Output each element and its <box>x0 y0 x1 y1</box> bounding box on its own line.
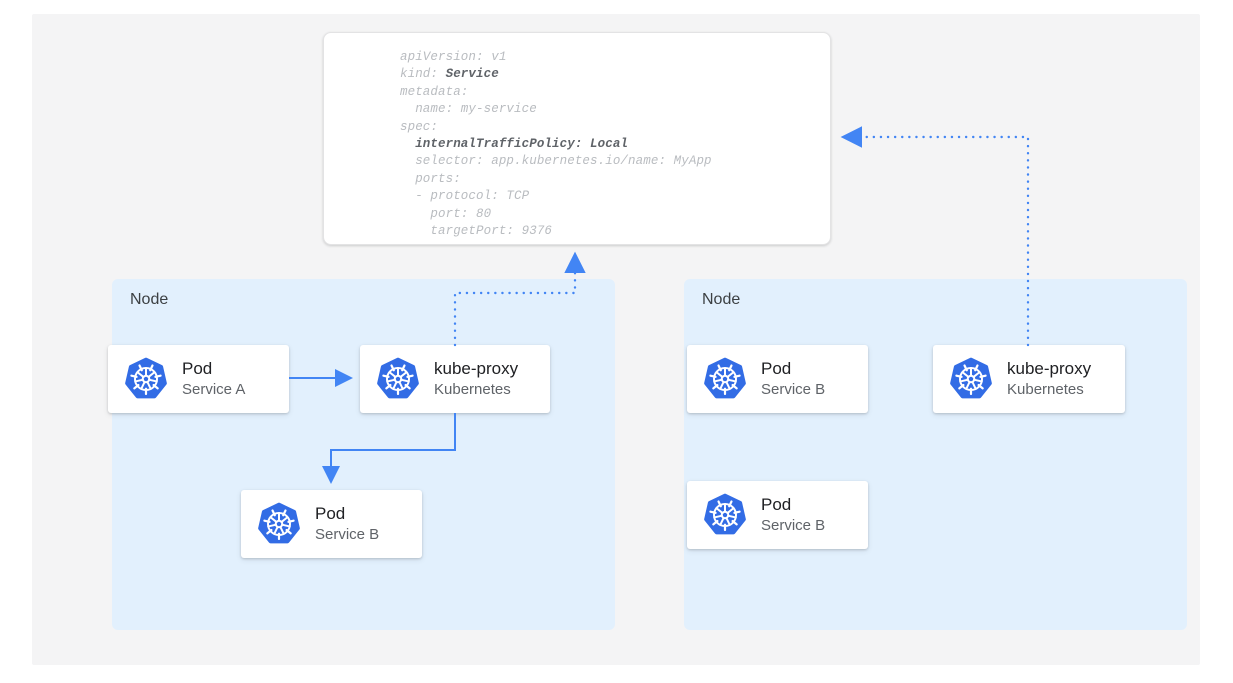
yaml-line: targetPort: 9376 <box>400 224 553 239</box>
card-subtitle: Kubernetes <box>434 381 511 398</box>
kubernetes-icon <box>949 357 993 401</box>
service-yaml-text: apiVersion: v1 kind: Service metadata: nam… <box>400 49 712 240</box>
card-subtitle: Service A <box>182 381 246 398</box>
card-title: kube-proxy <box>1007 359 1092 378</box>
card-kube-proxy-left[interactable]: kube-proxy Kubernetes <box>360 345 550 413</box>
yaml-line: ports: <box>400 171 461 186</box>
card-subtitle: Service B <box>315 526 380 543</box>
card-title: Pod <box>761 495 792 514</box>
kubernetes-icon <box>257 502 301 546</box>
card-title: Pod <box>761 359 792 378</box>
yaml-line: kind: Service <box>400 67 499 82</box>
card-title: kube-proxy <box>434 359 519 378</box>
node-label-left: Node <box>130 291 169 308</box>
card-pod-service-b-right-top[interactable]: Pod Service B <box>687 345 868 413</box>
kubernetes-icon <box>124 357 168 401</box>
card-subtitle: Service B <box>761 517 826 534</box>
kubernetes-icon <box>703 493 747 537</box>
yaml-line: selector: app.kubernetes.io/name: MyApp <box>400 154 712 169</box>
card-pod-service-a[interactable]: Pod Service A <box>108 345 289 413</box>
yaml-line: apiVersion: v1 <box>400 50 507 64</box>
node-container-left: Node <box>112 279 615 630</box>
node-label-right: Node <box>702 291 741 308</box>
yaml-line: internalTrafficPolicy: Local <box>415 137 629 152</box>
yaml-line: metadata: <box>400 84 469 99</box>
yaml-line: - protocol: TCP <box>400 189 530 204</box>
card-title: Pod <box>182 359 213 378</box>
yaml-line: name: my-service <box>400 102 537 117</box>
kubernetes-icon <box>376 357 420 401</box>
card-kube-proxy-right[interactable]: kube-proxy Kubernetes <box>933 345 1125 413</box>
card-pod-service-b-left[interactable]: Pod Service B <box>241 490 422 558</box>
kubernetes-icon <box>703 357 747 401</box>
yaml-line: spec: <box>400 119 439 134</box>
service-spec-card: apiVersion: v1 kind: Service metadata: nam… <box>323 32 831 245</box>
node-container-right: Node <box>684 279 1187 630</box>
card-pod-service-b-right-bottom[interactable]: Pod Service B <box>687 481 868 549</box>
card-title: Pod <box>315 504 346 523</box>
card-subtitle: Kubernetes <box>1007 381 1084 398</box>
yaml-line: port: 80 <box>400 206 492 221</box>
card-subtitle: Service B <box>761 381 826 398</box>
